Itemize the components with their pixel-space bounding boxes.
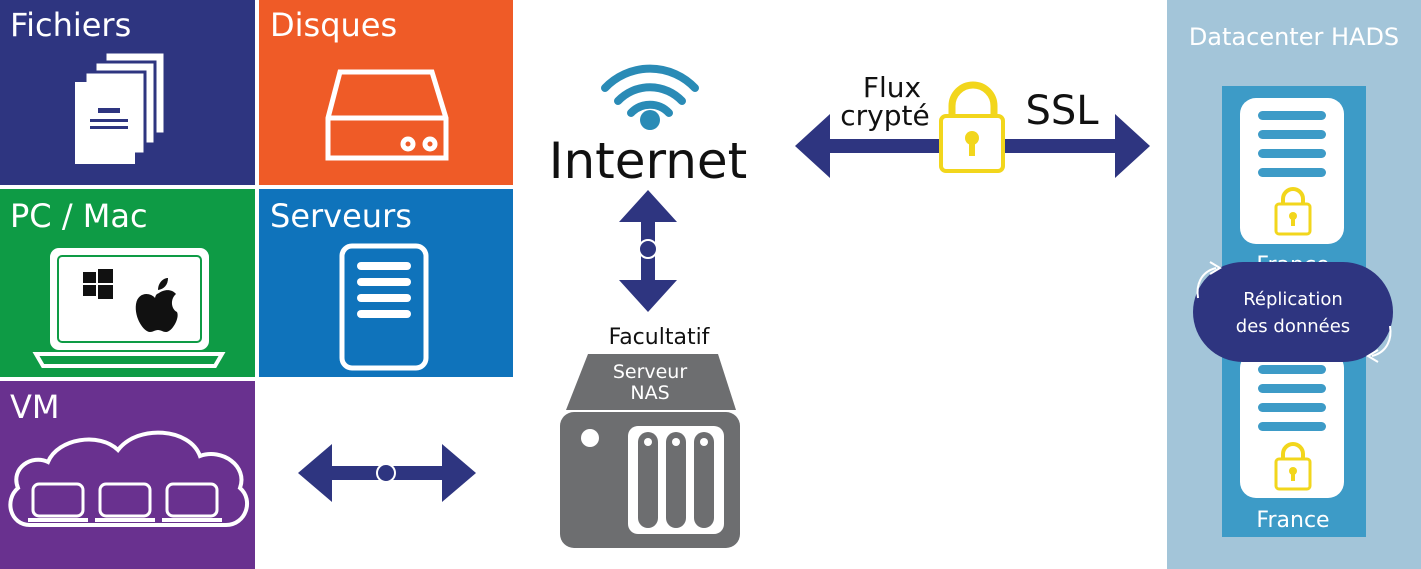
tile-pc-mac: PC / Mac — [0, 189, 255, 377]
ssl-flux-group: Flux crypté SSL — [795, 71, 1150, 178]
internet-group: Internet — [549, 64, 748, 190]
datacenter-title: Datacenter HADS — [1189, 23, 1399, 51]
server-1-padlock-icon — [1274, 187, 1312, 236]
apple-logo-icon — [135, 278, 178, 332]
tile-fichiers: Fichiers — [0, 0, 255, 185]
datacenter-server-2: France — [1222, 341, 1366, 537]
cloud-vm-icon — [8, 430, 250, 527]
flux-line1-label: Flux — [863, 71, 921, 104]
flux-line2-label: crypté — [840, 99, 929, 132]
internet-nas-arrow — [619, 190, 677, 312]
server-2-padlock-icon — [1274, 442, 1312, 491]
internet-label: Internet — [549, 132, 748, 190]
tile-disques: Disques — [259, 0, 513, 185]
windows-logo-icon — [83, 269, 113, 299]
tile-vm: VM — [0, 381, 255, 569]
documents-icon — [75, 50, 167, 164]
tile-vm-label: VM — [10, 388, 60, 426]
nas-drive-bays — [628, 426, 724, 534]
laptop-icon — [32, 248, 226, 368]
nas-top-shape — [566, 354, 736, 410]
datacenter-server-1: France — [1222, 86, 1366, 282]
vm-nas-arrow — [298, 444, 476, 502]
tile-serveurs-label: Serveurs — [270, 197, 412, 235]
nas-facultatif-label: Facultatif — [609, 325, 711, 350]
tile-serveurs: Serveurs — [259, 189, 513, 377]
ssl-label: SSL — [1025, 88, 1099, 134]
server-icon — [339, 243, 429, 371]
server-2-label: France — [1256, 508, 1329, 533]
hard-drive-icon — [325, 69, 449, 161]
nas-group: Facultatif Serveur NAS — [560, 325, 740, 548]
replication-line2: des données — [1236, 316, 1350, 337]
nas-line1-label: Serveur — [613, 361, 688, 383]
replication-line1: Réplication — [1243, 289, 1343, 310]
nas-power-icon — [581, 429, 599, 447]
tile-pc-mac-label: PC / Mac — [10, 197, 148, 235]
replication-badge: Réplication des données — [1193, 261, 1393, 363]
tile-disques-label: Disques — [270, 6, 397, 44]
nas-line2-label: NAS — [630, 382, 669, 404]
datacenter-group: Datacenter HADS France — [1167, 0, 1421, 569]
wifi-icon — [601, 64, 699, 130]
padlock-icon — [939, 81, 1005, 173]
tile-fichiers-label: Fichiers — [10, 6, 131, 44]
